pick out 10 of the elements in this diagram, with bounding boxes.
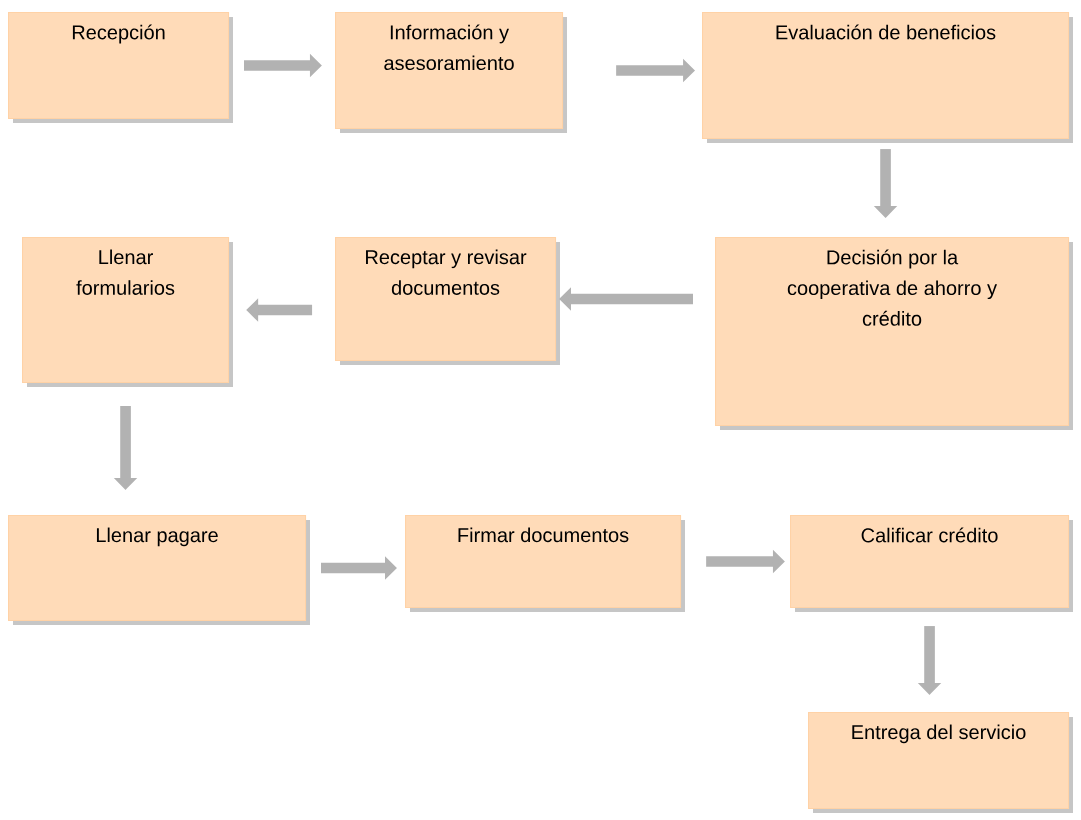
- process-box: Llenar formularios: [22, 237, 233, 387]
- process-box: Receptar y revisar documentos: [335, 237, 560, 365]
- process-box: Evaluación de beneficios: [702, 12, 1073, 143]
- process-box: Llenar pagare: [8, 515, 310, 625]
- process-box: Decisión por la cooperativa de ahorro y crédito: [715, 237, 1073, 430]
- process-box: Recepción: [8, 12, 233, 123]
- process-box: Calificar crédito: [790, 515, 1073, 612]
- process-box: Información y asesoramiento: [335, 12, 567, 133]
- process-box: Firmar documentos: [405, 515, 685, 612]
- process-box: Entrega del servicio: [808, 712, 1073, 813]
